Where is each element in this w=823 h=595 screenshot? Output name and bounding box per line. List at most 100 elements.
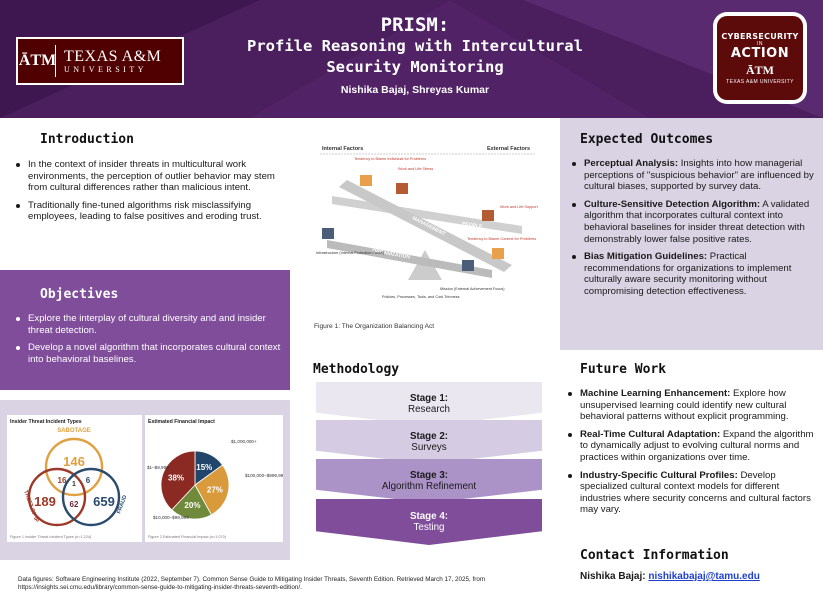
- factor-box: [396, 183, 408, 194]
- venn-label-sabotage: SABOTAGE: [57, 428, 91, 434]
- venn-overlap-sab-theft: 16: [58, 476, 67, 485]
- factor-box: [322, 228, 334, 239]
- expected-outcomes-panel: [560, 118, 823, 350]
- poster-header: ĀTM TEXAS A&M UNIVERSITY PRISM: Profile …: [0, 0, 823, 118]
- venn-circle-fraud: [61, 467, 121, 527]
- data-source-note: Data figures: Software Engineering Insti…: [18, 576, 486, 591]
- list-item: Industry-Specific Cultural Profiles: Dev…: [566, 470, 822, 516]
- pie-slice: [194, 464, 230, 516]
- poster-title: PRISM:: [380, 14, 450, 36]
- beam-people-label: PEOPLE: [462, 221, 484, 230]
- pie-caption: Figure 2 Estimated Financial Impact (n=1…: [148, 535, 226, 539]
- title-block: PRISM: Profile Reasoning with Intercultu…: [200, 14, 630, 96]
- stage-2: Stage 2: Surveys: [316, 420, 542, 464]
- venn-overlap-center: 1: [72, 481, 76, 488]
- list-item: Real-Time Cultural Adaptation: Expand th…: [566, 429, 822, 464]
- stage-label: Stage 1:: [409, 392, 449, 404]
- note-mission: Mission (External Achievement Focus): [440, 287, 505, 291]
- list-item: Explore the interplay of cultural divers…: [14, 313, 284, 336]
- note-blame-context: Tendency to Blame Context for Problems: [467, 237, 536, 241]
- pie-slice-label: 27%: [207, 485, 223, 494]
- stage-label: Stage 3:: [409, 469, 449, 481]
- future-work-list: Machine Learning Enhancement: Explore ho…: [566, 388, 822, 522]
- stage-name: Testing: [413, 522, 445, 533]
- tamu-logo: ĀTM TEXAS A&M UNIVERSITY: [16, 37, 184, 85]
- venn-circle-sabotage: [44, 437, 104, 497]
- list-item: Machine Learning Enhancement: Explore ho…: [566, 388, 822, 423]
- methodology-title: Methodology: [313, 362, 400, 377]
- figure-caption: Figure 1: The Organization Balancing Act: [314, 323, 435, 330]
- pie-slice-label: 20%: [184, 501, 200, 510]
- beam-organization: [327, 240, 492, 278]
- pie-category-label: $10,000–$99,999: [153, 515, 189, 520]
- venn-diagram: Insider Threat Incident Types SABOTAGE 1…: [7, 415, 142, 542]
- poster-subtitle-line2: Security Monitoring: [326, 58, 504, 76]
- list-item: Develop a novel algorithm that incorpora…: [14, 342, 284, 365]
- future-work-title: Future Work: [580, 362, 667, 377]
- venn-count-fraud: 659: [93, 494, 115, 509]
- contact-title: Contact Information: [580, 548, 729, 563]
- contact-line: Nishika Bajaj: nishikabajaj@tamu.edu: [580, 571, 760, 582]
- stage-1: Stage 1: Research: [316, 382, 542, 426]
- tamu-logo-text: TEXAS A&M: [64, 47, 162, 65]
- stage-3: Stage 3: Algorithm Refinement: [316, 459, 542, 503]
- beam-management: [339, 180, 512, 272]
- expected-outcomes-list: Perceptual Analysis: Insights into how m…: [570, 158, 820, 304]
- stage-name: Surveys: [411, 442, 447, 453]
- stage-label: Stage 2:: [409, 430, 449, 442]
- list-item: Bias Mitigation Guidelines: Practical re…: [570, 251, 820, 297]
- factor-box: [360, 175, 372, 186]
- pie-category-label: $100,000–$999,999: [245, 473, 283, 478]
- note-work-support: Work and Life Support: [500, 205, 539, 209]
- objectives-panel: [0, 270, 290, 390]
- pie-slice: [160, 450, 196, 511]
- badge-line: IN: [756, 40, 764, 47]
- list-item: Culture-Sensitive Detection Algorithm: A…: [570, 199, 820, 245]
- venn-overlap-theft-fraud: 62: [70, 500, 79, 509]
- list-item: Perceptual Analysis: Insights into how m…: [570, 158, 820, 193]
- introduction-list: In the context of insider threats in mul…: [14, 159, 284, 229]
- external-factors-label: External Factors: [487, 146, 530, 152]
- internal-factors-label: Internal Factors: [322, 146, 363, 152]
- pie-chart: Estimated Financial Impact 15% 27% 20% 38% $…: [145, 415, 283, 542]
- stage-label: Stage 4:: [409, 510, 449, 522]
- pie-svg: 15% 27% 20% 38% $1,000,000+ $100,000–$999,999…: [147, 439, 283, 520]
- badge-line: ACTION: [730, 45, 790, 61]
- note-blame-individual: Tendency to Blame Individual for Problem…: [354, 157, 426, 161]
- poster-subtitle-line1: Profile Reasoning with Intercultural: [247, 37, 583, 55]
- pie-slice-label: 15%: [196, 463, 212, 472]
- tamu-mark-icon: ĀTM: [19, 45, 56, 77]
- pie-slice-label: 38%: [168, 473, 184, 482]
- balancing-act-figure: Internal Factors External Factors PEOPLE…: [312, 140, 544, 318]
- factor-box: [482, 210, 494, 221]
- venn-caption: Figure 1 Insider Threat Incident Types (…: [10, 535, 92, 539]
- objectives-list: Explore the interplay of cultural divers…: [14, 313, 284, 371]
- tamu-logo-subtext: UNIVERSITY: [64, 64, 147, 74]
- contact-email-link[interactable]: nishikabajaj@tamu.edu: [648, 571, 760, 582]
- pie-title: Estimated Financial Impact: [148, 419, 215, 425]
- factor-box: [492, 248, 504, 259]
- list-item: Traditionally fine-tuned algorithms risk…: [14, 200, 284, 223]
- badge-line: TEXAS A&M UNIVERSITY: [726, 78, 794, 85]
- balancing-act-svg: Internal Factors External Factors PEOPLE…: [316, 146, 539, 299]
- expected-outcomes-title: Expected Outcomes: [580, 132, 714, 147]
- stage-4: Stage 4: Testing: [316, 499, 542, 545]
- pie-category-label: $1,000,000+: [231, 439, 257, 444]
- pie-category-label: $1–$9,999: [147, 465, 169, 470]
- badge-line: CYBERSECURITY: [721, 31, 799, 41]
- venn-svg: SABOTAGE 146 189 659 16 6 1 62 THEFT OF …: [22, 428, 128, 527]
- introduction-title: Introduction: [40, 132, 134, 147]
- badge-mark-icon: ĀTM: [746, 62, 774, 77]
- venn-title: Insider Threat Incident Types: [10, 419, 82, 425]
- venn-overlap-sab-fraud: 6: [86, 476, 91, 485]
- cybersecurity-in-action-badge: CYBERSECURITY IN ACTION ĀTM TEXAS A&M UN…: [713, 12, 807, 104]
- contact-name: Nishika Bajaj:: [580, 571, 646, 582]
- venn-count-sabotage: 146: [63, 454, 85, 469]
- venn-count-theft: 189: [34, 494, 56, 509]
- objectives-title: Objectives: [40, 287, 119, 302]
- venn-circle-theft: [27, 467, 87, 527]
- authors: Nishika Bajaj, Shreyas Kumar: [340, 84, 490, 96]
- stage-name: Algorithm Refinement: [381, 481, 477, 492]
- list-item: In the context of insider threats in mul…: [14, 159, 284, 194]
- stage-name: Research: [408, 404, 450, 415]
